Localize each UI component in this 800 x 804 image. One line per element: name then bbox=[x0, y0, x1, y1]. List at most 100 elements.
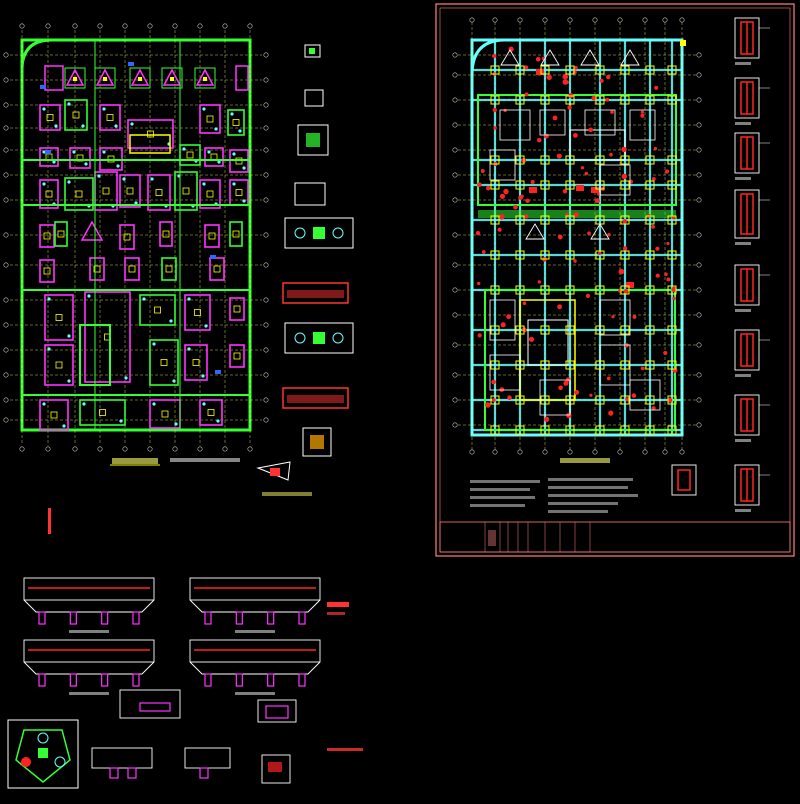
column-section bbox=[734, 132, 760, 174]
axis-bubble bbox=[263, 417, 269, 423]
axis-bubble bbox=[263, 147, 269, 153]
column bbox=[490, 360, 500, 370]
pile-mark bbox=[67, 379, 71, 383]
pile-section bbox=[101, 611, 109, 625]
pile-cap bbox=[184, 344, 208, 381]
section-haunch bbox=[189, 599, 321, 613]
axis-bubble bbox=[19, 446, 25, 452]
column bbox=[515, 250, 525, 260]
column bbox=[595, 65, 605, 75]
pile bbox=[503, 188, 509, 195]
pile-mark bbox=[169, 319, 173, 323]
pile-mark bbox=[42, 150, 46, 154]
pile-cap bbox=[39, 104, 61, 131]
pile-cap bbox=[69, 147, 91, 169]
foundation-section-details bbox=[23, 577, 321, 784]
section-outline bbox=[189, 577, 321, 601]
pile bbox=[606, 74, 611, 80]
pile bbox=[574, 390, 580, 395]
pile-mark bbox=[202, 107, 206, 111]
column bbox=[645, 360, 655, 370]
column bbox=[620, 180, 630, 190]
column bbox=[490, 425, 500, 435]
column bbox=[620, 360, 630, 370]
pile-cap bbox=[99, 104, 121, 131]
triangle-cap bbox=[130, 68, 150, 86]
column bbox=[620, 65, 630, 75]
axis-bubble bbox=[617, 449, 623, 455]
column bbox=[667, 215, 677, 225]
pile bbox=[543, 133, 549, 139]
column bbox=[540, 95, 550, 105]
column bbox=[645, 95, 655, 105]
pile bbox=[671, 286, 677, 292]
axis-bubble bbox=[263, 125, 269, 131]
axis-bubble bbox=[696, 342, 702, 348]
pile bbox=[513, 205, 518, 210]
pile bbox=[544, 416, 550, 422]
section-caption bbox=[69, 630, 109, 633]
pile bbox=[606, 376, 611, 381]
pile bbox=[655, 273, 660, 278]
pile-mark bbox=[217, 160, 221, 164]
axis-bubble bbox=[3, 372, 9, 378]
column bbox=[490, 155, 500, 165]
column bbox=[540, 180, 550, 190]
pile-cap bbox=[79, 399, 126, 426]
column bbox=[645, 215, 655, 225]
pile bbox=[558, 385, 563, 391]
column-mark bbox=[106, 114, 114, 121]
pile-mark bbox=[102, 107, 106, 111]
pile-mark bbox=[134, 201, 138, 205]
axis-bubble bbox=[696, 97, 702, 103]
column-section bbox=[734, 329, 760, 371]
column bbox=[490, 325, 500, 335]
pile bbox=[585, 293, 591, 298]
column bbox=[595, 155, 605, 165]
pile bbox=[481, 250, 486, 254]
triangle-cap bbox=[590, 223, 610, 240]
column bbox=[645, 325, 655, 335]
section-label bbox=[735, 509, 751, 512]
axis-bubble bbox=[3, 77, 9, 83]
column bbox=[620, 95, 630, 105]
pile bbox=[584, 171, 589, 176]
axis-bubble bbox=[567, 449, 573, 455]
axis-bubble bbox=[592, 17, 598, 23]
pile bbox=[566, 377, 571, 382]
column-section bbox=[734, 464, 760, 506]
axis-bubble bbox=[517, 449, 523, 455]
column bbox=[645, 425, 655, 435]
rebar-cage bbox=[677, 469, 691, 491]
pile bbox=[640, 366, 645, 371]
pile bbox=[640, 110, 645, 114]
cap-detail-b bbox=[284, 322, 354, 354]
pile-cap bbox=[44, 344, 74, 386]
cap-outline bbox=[194, 67, 216, 89]
column bbox=[540, 425, 550, 435]
pile bbox=[605, 97, 610, 102]
axis-bubble bbox=[469, 449, 475, 455]
axis-bubble bbox=[452, 312, 458, 318]
column bbox=[540, 155, 550, 165]
pile bbox=[537, 138, 542, 143]
column-mark bbox=[123, 233, 131, 241]
pile bbox=[594, 198, 600, 204]
axis-bubble bbox=[147, 446, 153, 452]
pile bbox=[621, 146, 627, 153]
column-mark bbox=[93, 265, 101, 273]
axis-bubble bbox=[452, 197, 458, 203]
axis-bubble bbox=[696, 122, 702, 128]
section-outline bbox=[91, 747, 153, 769]
pile-cap bbox=[174, 171, 198, 211]
column-mark bbox=[206, 115, 214, 123]
column bbox=[667, 285, 677, 295]
pile-mark bbox=[232, 152, 236, 156]
pile bbox=[556, 153, 562, 159]
column-mark bbox=[203, 77, 207, 81]
cap-section-a bbox=[282, 282, 349, 304]
column-mark bbox=[45, 190, 53, 198]
pile-cap bbox=[84, 291, 131, 383]
triangle-cap bbox=[580, 49, 600, 66]
pile bbox=[562, 189, 568, 194]
